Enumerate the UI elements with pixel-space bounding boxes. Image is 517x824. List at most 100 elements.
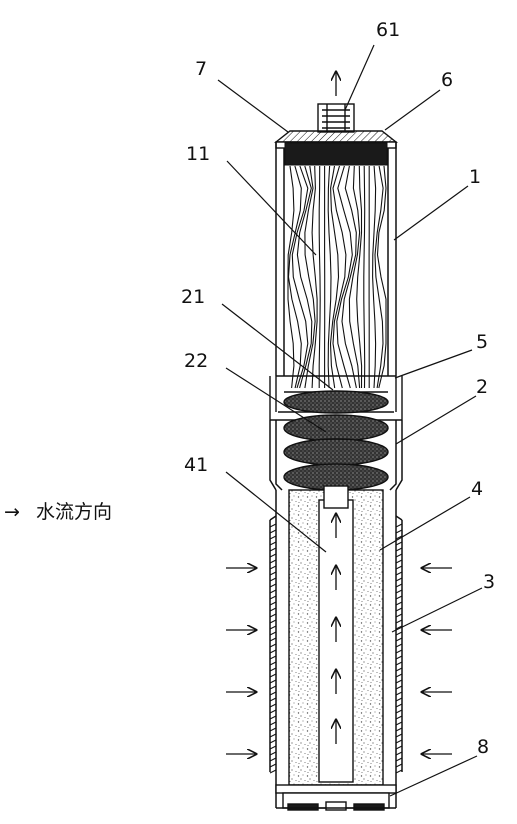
mesh-tick bbox=[269, 553, 277, 558]
mesh-tick bbox=[269, 589, 277, 594]
mesh-tick bbox=[269, 667, 277, 672]
mesh-tick bbox=[395, 667, 403, 672]
mesh-tick bbox=[269, 739, 277, 744]
mesh-tick bbox=[395, 589, 403, 594]
fiber-strand bbox=[332, 165, 347, 389]
label-4: 4 bbox=[471, 478, 483, 500]
mesh-tick bbox=[269, 541, 277, 546]
mesh-tick bbox=[395, 703, 403, 708]
mesh-tick bbox=[395, 649, 403, 654]
mesh-tick bbox=[269, 757, 277, 762]
fiber-strand bbox=[291, 165, 309, 389]
mesh-tick bbox=[269, 715, 277, 720]
mesh-tick bbox=[269, 535, 277, 540]
label-11: 11 bbox=[186, 143, 210, 165]
mesh-tick bbox=[269, 673, 277, 678]
mesh-tick bbox=[395, 637, 403, 642]
label-5: 5 bbox=[476, 331, 488, 353]
mesh-tick bbox=[395, 565, 403, 570]
mesh-tick bbox=[395, 679, 403, 684]
mesh-tick bbox=[395, 697, 403, 702]
top-filter-pad bbox=[284, 142, 388, 166]
label-1: 1 bbox=[469, 166, 481, 188]
mesh-tick bbox=[395, 631, 403, 636]
fiber-bundle bbox=[287, 165, 387, 389]
mesh-tick bbox=[395, 559, 403, 564]
fiber-strand bbox=[374, 165, 384, 389]
tube-top-cap bbox=[323, 485, 349, 509]
mesh-tick bbox=[395, 691, 403, 696]
mesh-tick bbox=[269, 565, 277, 570]
mesh-tick bbox=[395, 733, 403, 738]
label-8: 8 bbox=[477, 736, 489, 758]
mesh-tick bbox=[269, 607, 277, 612]
mesh-tick bbox=[395, 709, 403, 714]
mesh-tick bbox=[269, 733, 277, 738]
mesh-tick bbox=[269, 679, 277, 684]
fiber-strand bbox=[287, 165, 302, 389]
mesh-tick bbox=[395, 745, 403, 750]
label-7: 7 bbox=[195, 58, 207, 80]
mesh-tick bbox=[395, 535, 403, 540]
label-6: 6 bbox=[441, 69, 453, 91]
mesh-tick bbox=[269, 583, 277, 588]
leader-lines bbox=[217, 44, 483, 797]
mesh-tick bbox=[269, 649, 277, 654]
fiber-strand bbox=[336, 165, 353, 389]
mesh-tick bbox=[395, 547, 403, 552]
fiber-strand bbox=[296, 165, 313, 389]
legend-arrow-icon: → bbox=[4, 501, 20, 523]
legend-text: 水流方向 bbox=[36, 501, 112, 523]
label-21: 21 bbox=[181, 286, 205, 308]
mesh-tick bbox=[395, 595, 403, 600]
mesh-tick bbox=[395, 643, 403, 648]
mesh-tick bbox=[269, 655, 277, 660]
filter-discs bbox=[283, 390, 389, 491]
mesh-tick bbox=[395, 571, 403, 576]
outer-mesh bbox=[269, 523, 403, 774]
fiber-strand bbox=[311, 165, 318, 389]
mesh-tick bbox=[269, 745, 277, 750]
mesh-tick bbox=[395, 727, 403, 732]
fiber-strand bbox=[327, 165, 332, 389]
label-22: 22 bbox=[184, 350, 208, 372]
label-3: 3 bbox=[483, 571, 495, 593]
outlet-fitting bbox=[317, 103, 355, 133]
mesh-tick bbox=[269, 625, 277, 630]
inflow-arrows bbox=[226, 568, 452, 754]
mesh-tick bbox=[395, 553, 403, 558]
mesh-tick bbox=[269, 595, 277, 600]
mesh-tick bbox=[395, 529, 403, 534]
mesh-tick bbox=[269, 769, 277, 774]
mesh-tick bbox=[395, 763, 403, 768]
mesh-tick bbox=[269, 571, 277, 576]
mesh-tick bbox=[269, 709, 277, 714]
mesh-tick bbox=[395, 577, 403, 582]
fiber-strand bbox=[348, 165, 361, 389]
mesh-tick bbox=[395, 523, 403, 528]
mesh-tick bbox=[269, 619, 277, 624]
mesh-tick bbox=[395, 769, 403, 774]
mesh-tick bbox=[269, 631, 277, 636]
flow-direction-legend: → 水流方向 bbox=[4, 501, 112, 523]
mesh-tick bbox=[269, 613, 277, 618]
mesh-tick bbox=[395, 613, 403, 618]
mesh-tick bbox=[395, 673, 403, 678]
mesh-tick bbox=[269, 763, 277, 768]
fiber-strand bbox=[356, 165, 363, 389]
mesh-tick bbox=[395, 751, 403, 756]
mesh-tick bbox=[269, 547, 277, 552]
mesh-tick bbox=[395, 739, 403, 744]
mesh-tick bbox=[395, 583, 403, 588]
bottom-cap bbox=[275, 784, 397, 811]
fiber-strand bbox=[376, 165, 387, 389]
fiber-strand bbox=[372, 165, 377, 389]
label-61: 61 bbox=[376, 19, 400, 41]
mesh-tick bbox=[269, 721, 277, 726]
mesh-tick bbox=[269, 691, 277, 696]
mesh-tick bbox=[269, 751, 277, 756]
label-41: 41 bbox=[184, 454, 208, 476]
mesh-tick bbox=[269, 727, 277, 732]
mesh-tick bbox=[269, 661, 277, 666]
